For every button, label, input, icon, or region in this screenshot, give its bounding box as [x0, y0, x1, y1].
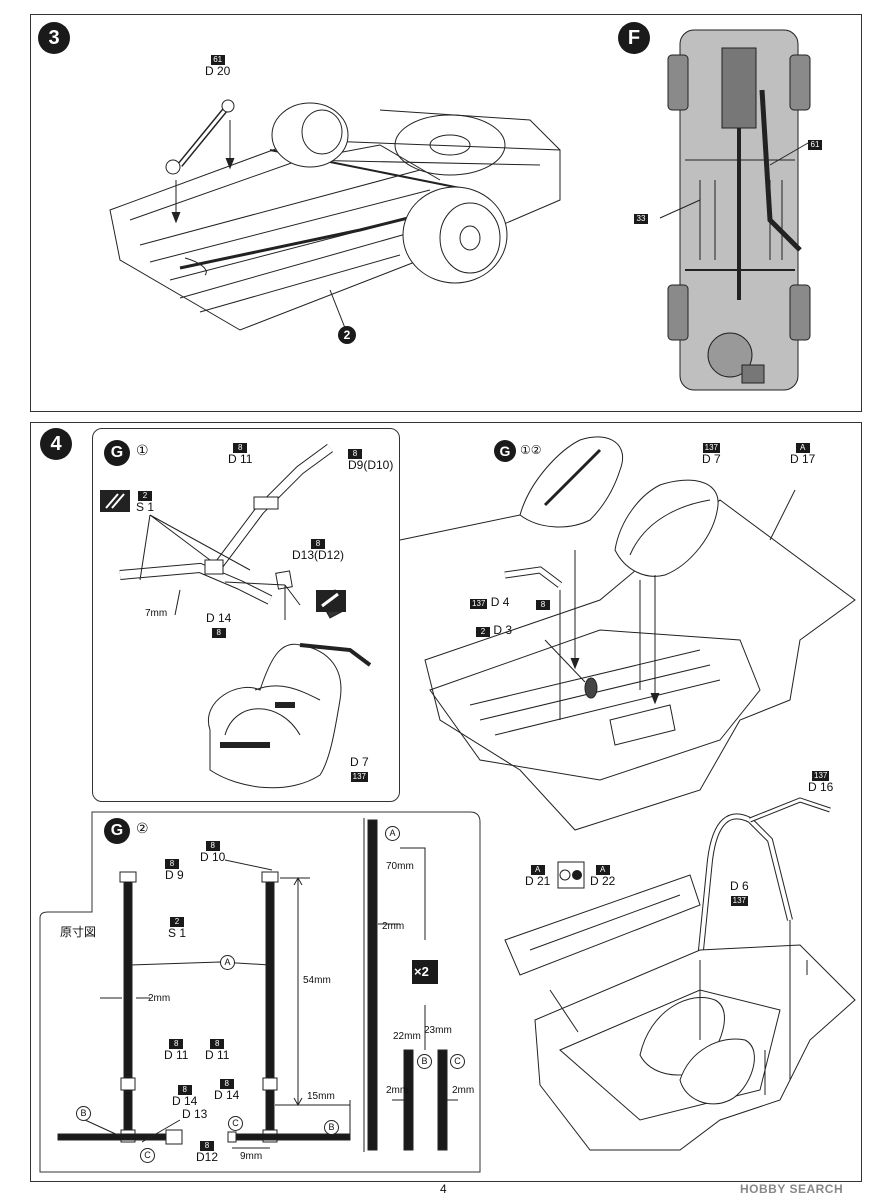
main-part-d4: 137 D 4: [470, 595, 510, 609]
step4-panel: [30, 422, 862, 1182]
main-part-8: 8: [536, 597, 550, 610]
strip-b-length: 22mm: [393, 1031, 421, 1042]
strip-a-width: 2mm: [382, 921, 405, 932]
stepF-code-right: 61: [808, 137, 822, 150]
g1-dimension: 7mm: [145, 608, 168, 619]
g2-dim-belt-width: 2mm: [148, 993, 171, 1004]
g2-callout-c-left: C: [140, 1148, 155, 1163]
g2-callout-b-left: B: [76, 1106, 91, 1121]
strip-callout-b: B: [417, 1054, 432, 1069]
g2-dim-length: 54mm: [303, 975, 331, 986]
watermark: HOBBY SEARCH: [740, 1182, 844, 1196]
page-number: 4: [440, 1182, 447, 1196]
g2-sub: ②: [136, 820, 149, 836]
step3-part-id: D 20: [205, 64, 231, 78]
step3-number: 3: [38, 22, 70, 54]
g1-letter: G: [104, 440, 130, 466]
strip-multiplier: ×2: [414, 964, 429, 979]
g2-callout-a: A: [220, 955, 235, 970]
g2-letter: G: [104, 818, 130, 844]
main-part-d7: 137 D 7: [702, 443, 721, 466]
g1-part-d9: 8 D9(D10): [348, 449, 394, 472]
g2-part-d13: D 13: [182, 1107, 208, 1121]
strip-callout-c: C: [450, 1054, 465, 1069]
main-part-d3: 2 D 3: [476, 624, 512, 637]
g2-part-d14-right: 8 D 14: [214, 1079, 240, 1102]
strip-callout-a: A: [385, 826, 400, 841]
strip-c-width: 2mm: [452, 1085, 475, 1096]
rollcage-part-d16: 137 D 16: [808, 771, 834, 794]
rollcage-part-d22: A D 22: [590, 865, 616, 888]
g2-part-d12: 8 D12: [196, 1141, 219, 1164]
g1-part-d11: 8 D 11: [228, 443, 253, 466]
g2-scale-note: 原寸図: [60, 925, 97, 939]
main-part-d17: A D 17: [790, 443, 816, 466]
step3-part-label: 61 D 20: [205, 52, 230, 78]
step4-number: 4: [40, 428, 72, 460]
strip-b-width: 2mm: [386, 1085, 409, 1096]
stepF-code-left: 33: [634, 211, 648, 224]
g2-dim-gap: 9mm: [240, 1151, 263, 1162]
g1-part-s1: 2 S 1: [136, 491, 155, 514]
step3-panel: [30, 14, 862, 412]
strip-a-length: 70mm: [386, 861, 414, 872]
g2-callout-b-right: B: [324, 1120, 339, 1135]
g1-subpanel: [92, 428, 400, 802]
rollcage-part-d21: A D 21: [525, 865, 551, 888]
stepF-letter: F: [618, 22, 650, 54]
g1-part-d14: D 14 8: [206, 611, 232, 638]
g2-part-d14-left: 8 D 14: [172, 1085, 198, 1108]
rollcage-part-d6: D 6 137: [730, 879, 749, 906]
g1-part-d13: 8 D13(D12): [292, 539, 345, 562]
g2-part-d11-left: 8 D 11: [164, 1039, 189, 1062]
g1-part-d7: D 7 137: [350, 755, 369, 782]
g2-part-d11-right: 8 D 11: [205, 1039, 230, 1062]
main-g-sub: ①②: [520, 443, 542, 457]
g1-sub: ①: [136, 442, 149, 458]
strip-c-length: 23mm: [424, 1025, 452, 1036]
g2-dim-offset: 15mm: [307, 1091, 335, 1102]
g2-part-s1: 2 S 1: [168, 917, 187, 940]
g2-part-d10: 8 D 10: [200, 841, 226, 864]
step3-callout: 2: [338, 326, 356, 344]
g2-part-d9: 8 D 9: [165, 859, 184, 882]
step3-part-code: 61: [210, 55, 225, 65]
g2-callout-c-right: C: [228, 1116, 243, 1131]
main-g-letter: G: [494, 440, 516, 462]
